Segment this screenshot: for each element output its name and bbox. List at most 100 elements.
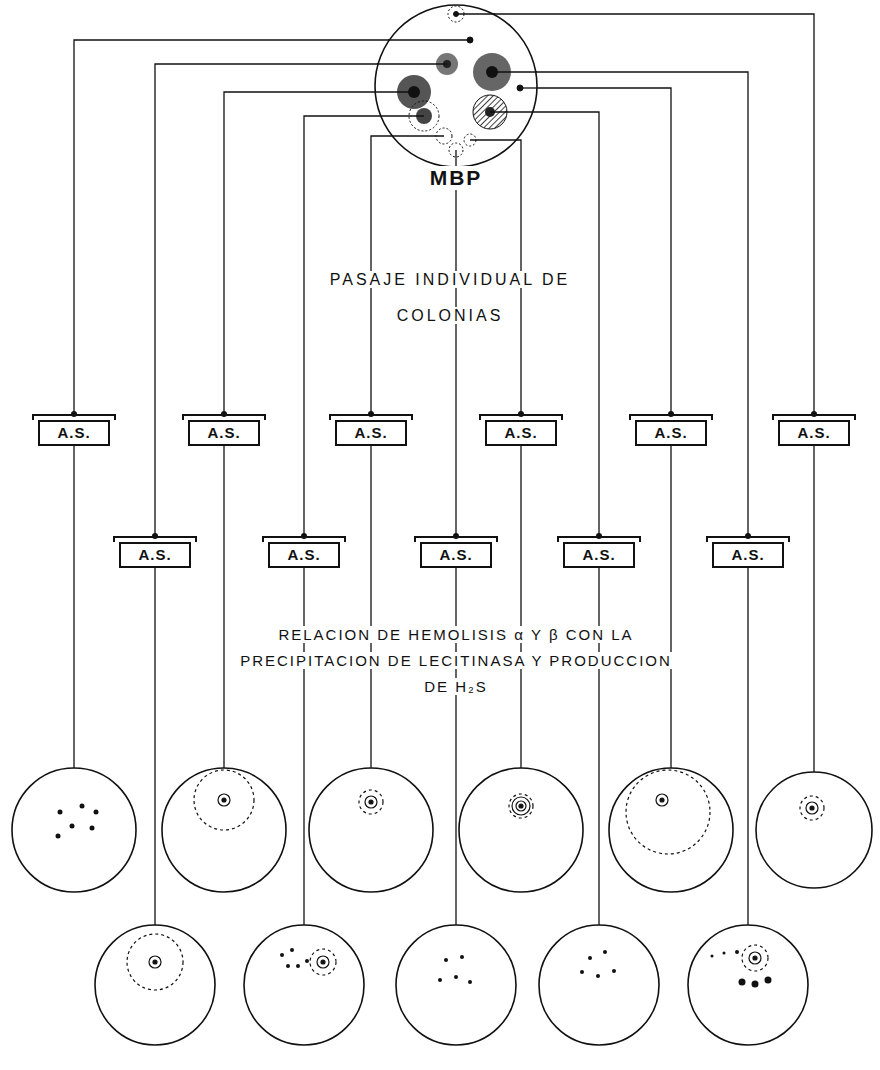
colony <box>438 978 442 982</box>
haemolytic-colonies <box>127 770 824 990</box>
transfer-connector <box>455 167 456 536</box>
process-note: RELACION DE HEMOLISIS α Y β CON LA PRECI… <box>238 626 674 695</box>
tube-body: A.S. <box>119 542 191 568</box>
result-plates <box>12 768 872 1045</box>
colony <box>711 955 714 958</box>
colony <box>519 804 523 808</box>
transfer-line <box>813 446 814 772</box>
hemolysis-zone <box>800 796 824 820</box>
caption-block: RELACION DE HEMOLISIS α Y β CON LA PRECI… <box>236 622 676 700</box>
petri-dish <box>459 768 583 892</box>
transfer-line <box>598 568 599 925</box>
tube-body: A.S. <box>335 420 407 446</box>
colonies <box>397 6 523 157</box>
transfer-line <box>370 446 371 768</box>
petri-dish <box>539 925 659 1045</box>
medium-label: A.S. <box>57 424 90 442</box>
hemolysis-zone <box>626 770 710 854</box>
leader-line <box>381 115 424 116</box>
colony <box>290 948 294 952</box>
petri-dish <box>756 772 872 888</box>
tube-body: A.S. <box>420 542 492 568</box>
process-note: PASAJE INDIVIDUAL DE COLONIAS <box>328 271 573 324</box>
hemolysis-zone <box>194 770 254 830</box>
transfer-lines <box>74 446 814 925</box>
tube-body: A.S. <box>38 420 110 446</box>
medium-label: A.S. <box>504 424 537 442</box>
colony <box>94 810 99 815</box>
medium-label: A.S. <box>654 424 687 442</box>
medium-label: A.S. <box>287 546 320 564</box>
leader-line <box>377 63 447 64</box>
medium-label: A.S. <box>354 424 387 442</box>
colony-ring <box>512 797 530 815</box>
colony <box>369 800 373 804</box>
colony <box>765 977 772 984</box>
petri-dish <box>95 925 215 1045</box>
colony <box>58 810 63 815</box>
petri-dish <box>244 925 364 1045</box>
dish-label: MBP <box>374 166 538 190</box>
tube-body: A.S. <box>188 420 260 446</box>
transfer-line <box>154 568 155 925</box>
colony <box>286 964 290 968</box>
colony <box>153 960 157 964</box>
colony <box>739 979 746 986</box>
tube-body: A.S. <box>268 542 340 568</box>
colony <box>735 950 739 954</box>
colony <box>752 981 759 988</box>
transfer-line <box>303 568 304 925</box>
colony <box>468 980 472 984</box>
hemolysis-zone <box>359 790 383 814</box>
tube-body: A.S. <box>712 542 784 568</box>
leader-line <box>492 71 537 72</box>
transfer-connector <box>537 88 671 414</box>
petri-dish <box>309 768 433 892</box>
transfer-connector <box>493 14 814 414</box>
transfer-connector <box>74 40 389 414</box>
colony <box>723 952 726 955</box>
petri-dish <box>396 925 516 1045</box>
leader-line <box>490 111 533 112</box>
transfer-connector <box>155 64 378 536</box>
culture-tube-box: A.S. <box>32 414 116 446</box>
transfer-line <box>73 446 74 768</box>
colony <box>80 804 85 809</box>
transfer-connector <box>536 72 748 536</box>
transfer-line <box>670 446 671 768</box>
tube-body: A.S. <box>485 420 557 446</box>
transfer-line <box>520 446 521 768</box>
plate-name: MBP <box>427 166 486 190</box>
colony-ring <box>749 952 761 964</box>
colony-ring <box>516 801 526 811</box>
colony-ring <box>218 794 230 806</box>
leader-line <box>388 39 470 40</box>
colony <box>612 969 616 973</box>
colony <box>660 798 664 802</box>
transfer-line <box>747 568 748 925</box>
culture-tube-box: A.S. <box>479 414 563 446</box>
colony <box>305 959 309 963</box>
colony <box>753 956 757 960</box>
culture-tube-box: A.S. <box>557 536 641 568</box>
transfer-line <box>455 568 456 925</box>
culture-tube-box: A.S. <box>182 414 266 446</box>
colony <box>580 970 584 974</box>
colony <box>280 953 284 957</box>
colony <box>70 824 75 829</box>
petri-dish <box>162 768 286 892</box>
dish-outline <box>375 5 537 167</box>
transfer-connector <box>533 112 599 536</box>
dish-outline <box>374 4 538 168</box>
colony <box>444 958 448 962</box>
colony-ring <box>365 796 377 808</box>
petri-dish: MBP <box>374 4 538 168</box>
medium-label: A.S. <box>582 546 615 564</box>
culture-tube-box: A.S. <box>262 536 346 568</box>
transfer-connector <box>224 92 375 414</box>
transfer-connector <box>304 116 381 536</box>
hemolysis-zone <box>509 794 533 818</box>
medium-label: A.S. <box>207 424 240 442</box>
